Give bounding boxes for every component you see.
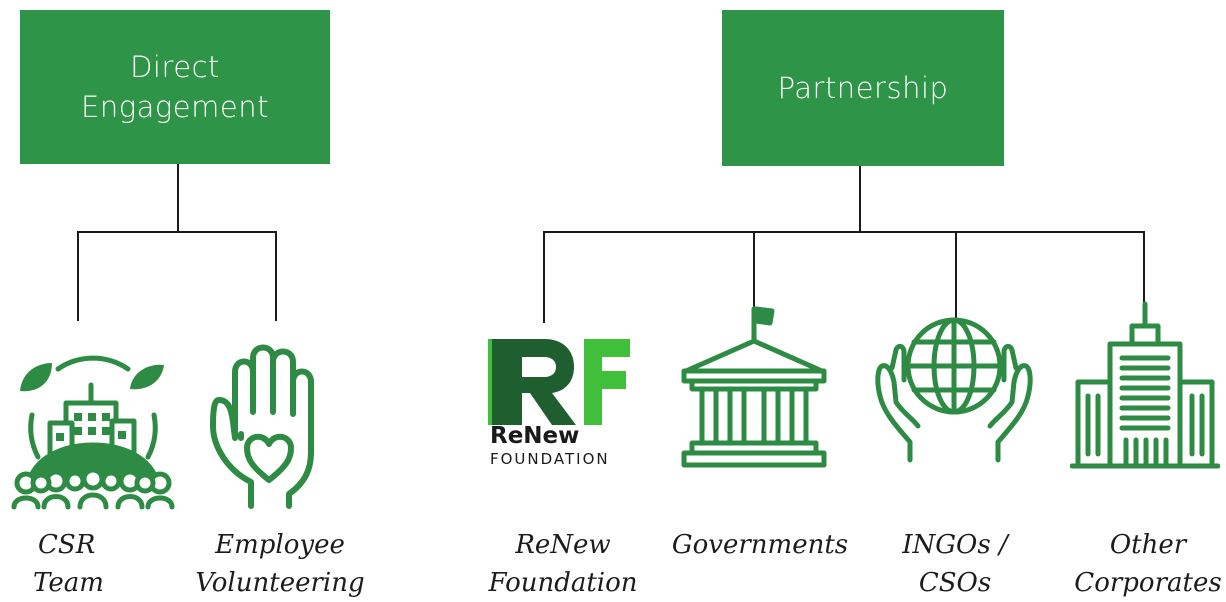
partnership-connector-drop-renew: [543, 231, 545, 323]
government-building-icon: [678, 305, 830, 475]
caption-employee-volunteering: Employee Volunteering: [190, 526, 370, 602]
caption-other-corporates-line-2: Corporates: [1074, 568, 1222, 598]
globe-hands-icon: [872, 310, 1036, 470]
caption-governments: Governments: [670, 526, 850, 564]
caption-renew-foundation-line-1: ReNew: [515, 530, 611, 560]
caption-renew-foundation-line-2: Foundation: [488, 568, 638, 598]
direct-connector-bar: [77, 231, 277, 233]
direct-engagement-title-line-2: Engagement: [81, 90, 269, 124]
caption-ingos-csos-line-2: CSOs: [918, 568, 992, 598]
partnership-box: Partnership: [722, 10, 1004, 166]
caption-csr-team-line-2: Team: [33, 568, 104, 598]
caption-renew-foundation: ReNew Foundation: [478, 526, 648, 602]
partnership-title: Partnership: [777, 71, 949, 105]
caption-ingos-csos-line-1: INGOs /: [902, 530, 1008, 560]
caption-other-corporates: Other Corporates: [1070, 526, 1226, 602]
partnership-connector-bar: [543, 231, 1145, 233]
caption-csr-team-line-1: CSR: [38, 530, 96, 560]
renew-logo-subtext: FOUNDATION: [490, 450, 610, 468]
partnership-connector-drop-corporates: [1143, 231, 1145, 323]
partnership-connector-drop-governments: [753, 231, 755, 323]
caption-governments-line-1: Governments: [671, 530, 849, 560]
direct-engagement-title-line-1: Direct: [130, 50, 220, 84]
direct-engagement-box: Direct Engagement: [20, 10, 330, 164]
partnership-connector-drop-ingos: [955, 231, 957, 323]
caption-employee-volunteering-line-2: Volunteering: [195, 568, 365, 598]
caption-csr-team: CSR Team: [8, 526, 128, 602]
corporate-building-icon: [1069, 300, 1221, 472]
direct-connector-drop-employee: [275, 231, 277, 321]
renew-logo-text: ReNew: [490, 423, 580, 449]
direct-connector-drop-csr: [77, 231, 79, 321]
employee-volunteering-icon: [205, 342, 335, 514]
direct-connector-stem: [177, 164, 179, 233]
csr-team-icon: [8, 345, 178, 515]
caption-other-corporates-line-1: Other: [1109, 530, 1187, 560]
renew-foundation-logo: ReNew FOUNDATION: [488, 335, 638, 475]
caption-employee-volunteering-line-1: Employee: [215, 530, 345, 560]
partnership-connector-stem: [859, 166, 861, 233]
caption-ingos-csos: INGOs / CSOs: [890, 526, 1020, 602]
